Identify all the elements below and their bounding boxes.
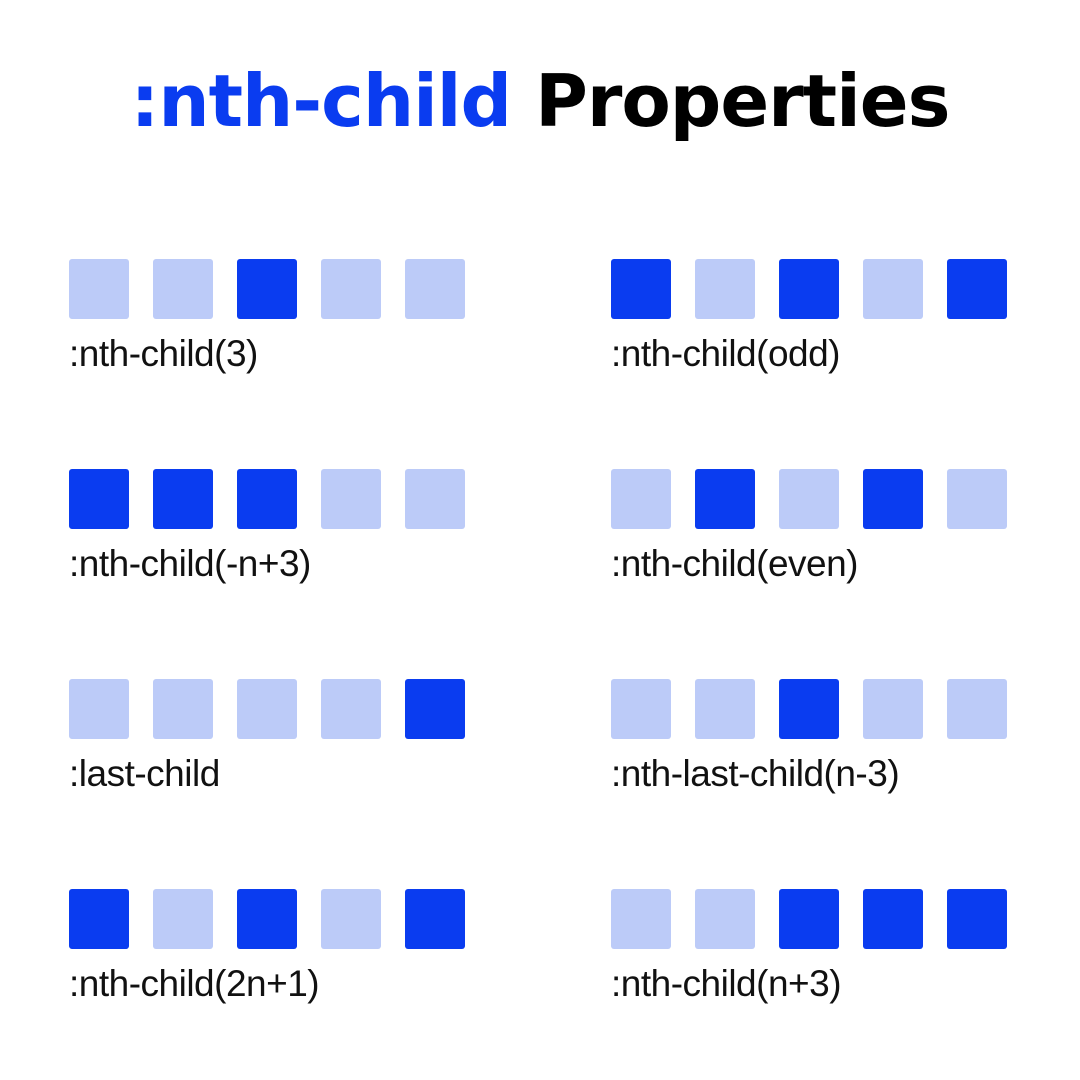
child-box-3	[237, 469, 297, 529]
selector-label: :nth-child(even)	[611, 543, 859, 584]
child-boxes	[611, 889, 1031, 949]
title-rest: Properties	[535, 59, 950, 143]
child-box-1	[69, 259, 129, 319]
child-box-4	[321, 259, 381, 319]
example-nth-child-3: :nth-child(3)	[69, 259, 489, 377]
example-nth-child-n-plus-3: :nth-child(n+3)	[611, 889, 1031, 1007]
child-boxes	[69, 259, 489, 319]
child-box-1	[611, 679, 671, 739]
child-box-1	[611, 469, 671, 529]
child-box-5	[947, 259, 1007, 319]
selector-label: :nth-child(n+3)	[611, 963, 842, 1004]
title-accent: :nth-child	[130, 59, 512, 143]
page-title: :nth-child Properties	[0, 56, 1080, 146]
child-box-2	[695, 259, 755, 319]
child-box-3	[237, 889, 297, 949]
child-box-3	[237, 259, 297, 319]
child-box-4	[863, 889, 923, 949]
selector-label: :nth-child(odd)	[611, 333, 841, 374]
selector-label: :nth-child(-n+3)	[69, 543, 311, 584]
child-box-2	[153, 259, 213, 319]
example-nth-child-even: :nth-child(even)	[611, 469, 1031, 587]
child-boxes	[69, 679, 489, 739]
child-box-2	[153, 889, 213, 949]
child-box-1	[69, 469, 129, 529]
child-box-2	[695, 679, 755, 739]
child-box-5	[947, 469, 1007, 529]
example-nth-child-odd: :nth-child(odd)	[611, 259, 1031, 377]
child-box-5	[947, 679, 1007, 739]
child-boxes	[69, 469, 489, 529]
child-box-1	[69, 889, 129, 949]
child-box-5	[405, 469, 465, 529]
selector-label: :last-child	[69, 753, 220, 794]
child-box-4	[321, 469, 381, 529]
child-boxes	[611, 679, 1031, 739]
child-boxes	[69, 889, 489, 949]
child-box-2	[153, 679, 213, 739]
child-box-1	[69, 679, 129, 739]
child-boxes	[611, 469, 1031, 529]
selector-label: :nth-last-child(n-3)	[611, 753, 900, 794]
selector-label: :nth-child(2n+1)	[69, 963, 320, 1004]
child-box-3	[237, 679, 297, 739]
child-box-4	[321, 889, 381, 949]
child-box-3	[779, 679, 839, 739]
child-box-4	[321, 679, 381, 739]
child-box-1	[611, 259, 671, 319]
child-box-4	[863, 679, 923, 739]
child-box-5	[405, 889, 465, 949]
child-box-3	[779, 469, 839, 529]
example-nth-child-2n-plus-1: :nth-child(2n+1)	[69, 889, 489, 1007]
child-box-3	[779, 259, 839, 319]
child-box-2	[695, 469, 755, 529]
child-box-3	[779, 889, 839, 949]
child-box-5	[405, 679, 465, 739]
child-box-4	[863, 469, 923, 529]
child-box-2	[153, 469, 213, 529]
child-boxes	[611, 259, 1031, 319]
child-box-5	[405, 259, 465, 319]
example-nth-child-minus-n-plus-3: :nth-child(-n+3)	[69, 469, 489, 587]
child-box-2	[695, 889, 755, 949]
child-box-1	[611, 889, 671, 949]
selector-label: :nth-child(3)	[69, 333, 258, 374]
example-last-child: :last-child	[69, 679, 489, 797]
child-box-5	[947, 889, 1007, 949]
example-nth-last-child-n-minus-3: :nth-last-child(n-3)	[611, 679, 1031, 797]
child-box-4	[863, 259, 923, 319]
